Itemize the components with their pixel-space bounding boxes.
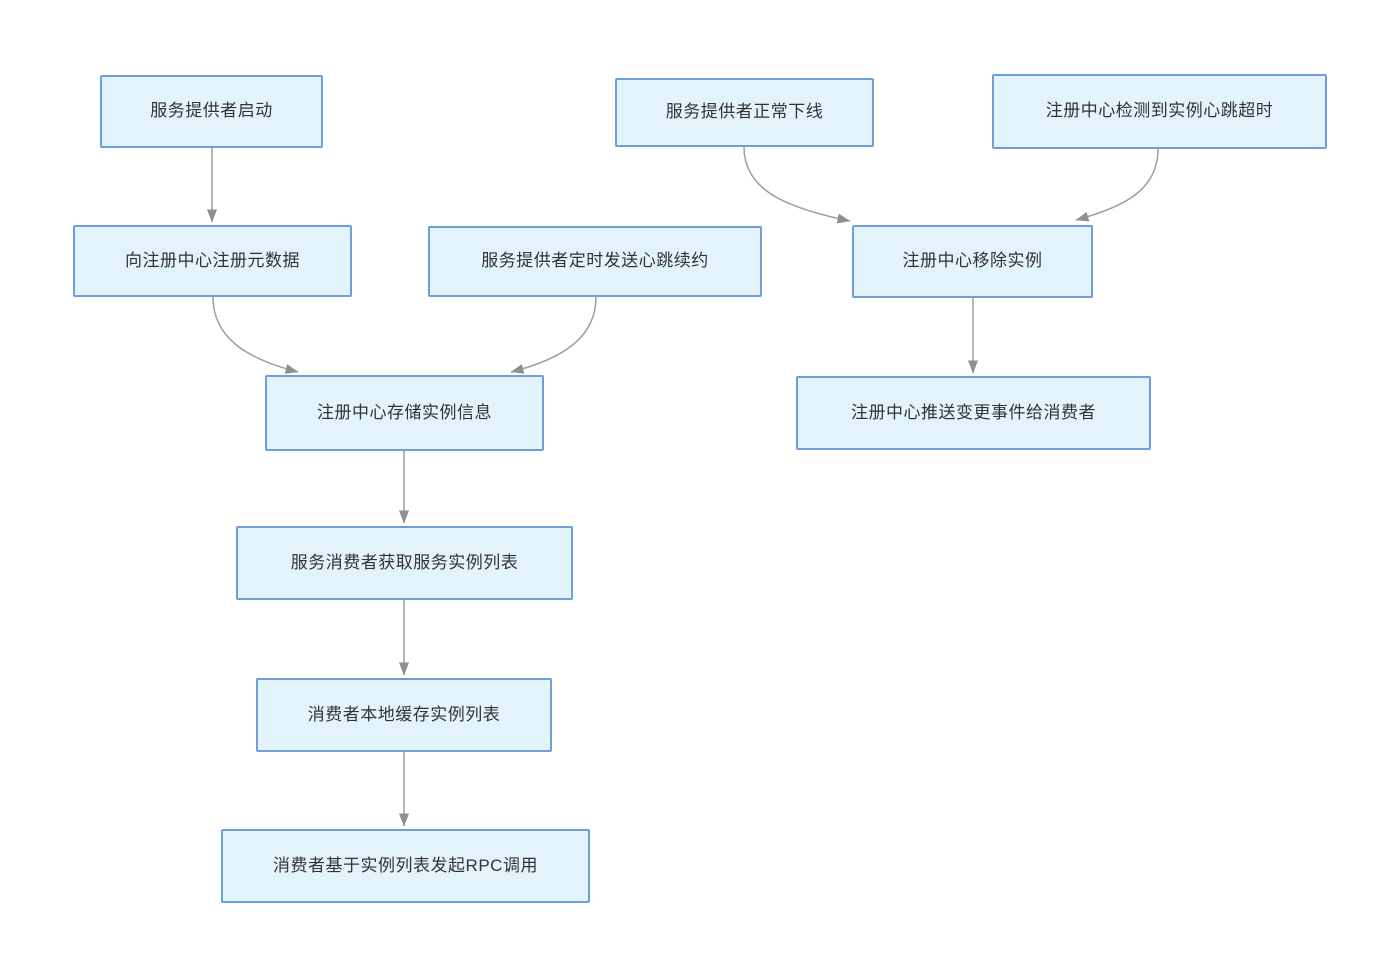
flow-node-label: 注册中心存储实例信息 xyxy=(317,402,492,422)
flow-node-register-metadata: 向注册中心注册元数据 xyxy=(73,225,352,297)
flow-node-push-change-event: 注册中心推送变更事件给消费者 xyxy=(796,376,1151,450)
flow-node-consumer-fetch-list: 服务消费者获取服务实例列表 xyxy=(236,526,573,600)
flow-node-consumer-rpc-call: 消费者基于实例列表发起RPC调用 xyxy=(221,829,590,903)
flow-edge-register-metadata-to-store-instance-info xyxy=(212,296,299,374)
flow-node-heartbeat-renewal: 服务提供者定时发送心跳续约 xyxy=(428,226,762,297)
flow-node-label: 服务消费者获取服务实例列表 xyxy=(290,552,519,572)
flow-node-heartbeat-timeout: 注册中心检测到实例心跳超时 xyxy=(992,74,1327,149)
flow-node-provider-start: 服务提供者启动 xyxy=(100,75,323,148)
flow-edge-heartbeat-renewal-to-store-instance-info xyxy=(510,296,597,374)
flow-edge-heartbeat-timeout-to-remove-instance xyxy=(1075,148,1159,222)
flow-node-label: 服务提供者启动 xyxy=(150,101,273,121)
flow-node-label: 服务提供者定时发送心跳续约 xyxy=(481,251,709,271)
flow-node-label: 向注册中心注册元数据 xyxy=(125,250,300,270)
flow-node-remove-instance: 注册中心移除实例 xyxy=(852,225,1093,298)
flow-node-label: 注册中心移除实例 xyxy=(902,251,1043,271)
flow-node-provider-offline: 服务提供者正常下线 xyxy=(615,78,874,147)
flow-node-label: 注册中心检测到实例心跳超时 xyxy=(1045,101,1274,121)
flow-node-label: 消费者本地缓存实例列表 xyxy=(307,704,501,724)
flow-edge-provider-offline-to-remove-instance xyxy=(743,146,851,224)
flow-node-label: 服务提供者正常下线 xyxy=(665,102,824,122)
flow-node-store-instance-info: 注册中心存储实例信息 xyxy=(265,375,544,451)
flow-node-label: 注册中心推送变更事件给消费者 xyxy=(851,402,1096,422)
flow-node-consumer-cache-list: 消费者本地缓存实例列表 xyxy=(256,678,552,752)
flow-node-label: 消费者基于实例列表发起RPC调用 xyxy=(273,855,538,875)
